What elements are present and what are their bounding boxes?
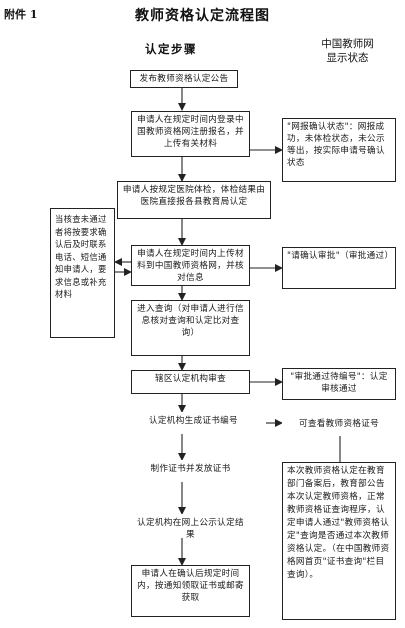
column-title-status-line1: 中国教师网 bbox=[321, 38, 374, 50]
step-publish-notice: 发布教师资格认定公告 bbox=[130, 70, 238, 88]
column-title-status-line2: 显示状态 bbox=[326, 52, 369, 64]
side-note-supplement: 当核查未通过者将按要求确认后及时联系电话、短信通知申请人，要求信息或补充材料 bbox=[50, 208, 115, 338]
step-verification-query: 进入查询（对申请人进行信息核对查询和认定比对查询） bbox=[131, 300, 250, 356]
status-pending-approval: "请确认审批"（审批通过） bbox=[282, 247, 396, 289]
step-publish-results: 认定机构在网上公示认定结果 bbox=[131, 514, 250, 540]
status-certificate-number: 可查看教师资格证号 bbox=[282, 415, 396, 436]
step-upload-materials: 申请人在规定时间内上传材料到中国教师资格网，并核对信息 bbox=[131, 245, 250, 286]
step-issue-certificate: 制作证书并发放证书 bbox=[131, 460, 250, 482]
step-generate-certificate-number: 认定机构生成证书编号 bbox=[121, 412, 266, 434]
step-agency-review: 辖区认定机构审查 bbox=[131, 370, 250, 394]
step-collect-certificate: 申请人在确认后规定时间内，按通知领取证书或邮寄获取 bbox=[131, 565, 250, 617]
column-title-steps: 认定步骤 bbox=[145, 42, 197, 56]
step-medical-exam: 申请人按规定医院体检，体检结果由医院直接报各县教育局认定 bbox=[117, 181, 271, 219]
status-approved-awaiting-number: "审批通过待编号"：认定审核通过 bbox=[282, 368, 396, 400]
step-online-registration: 申请人在规定时间内登录中国教师资格网注册报名，并上传有关材料 bbox=[131, 111, 250, 157]
page-title: 教师资格认定流程图 bbox=[135, 8, 270, 24]
attachment-label: 附件 1 bbox=[4, 8, 38, 21]
status-final-query-note: 本次教师资格认定在教育部门备案后，教育部公告本次认定教师资格，正常教师资格证查询… bbox=[282, 462, 396, 620]
status-registration-confirmed: "网报确认状态"：网报成功，未体检状态，未公示等出，按实际申请号确认状态 bbox=[282, 118, 396, 182]
